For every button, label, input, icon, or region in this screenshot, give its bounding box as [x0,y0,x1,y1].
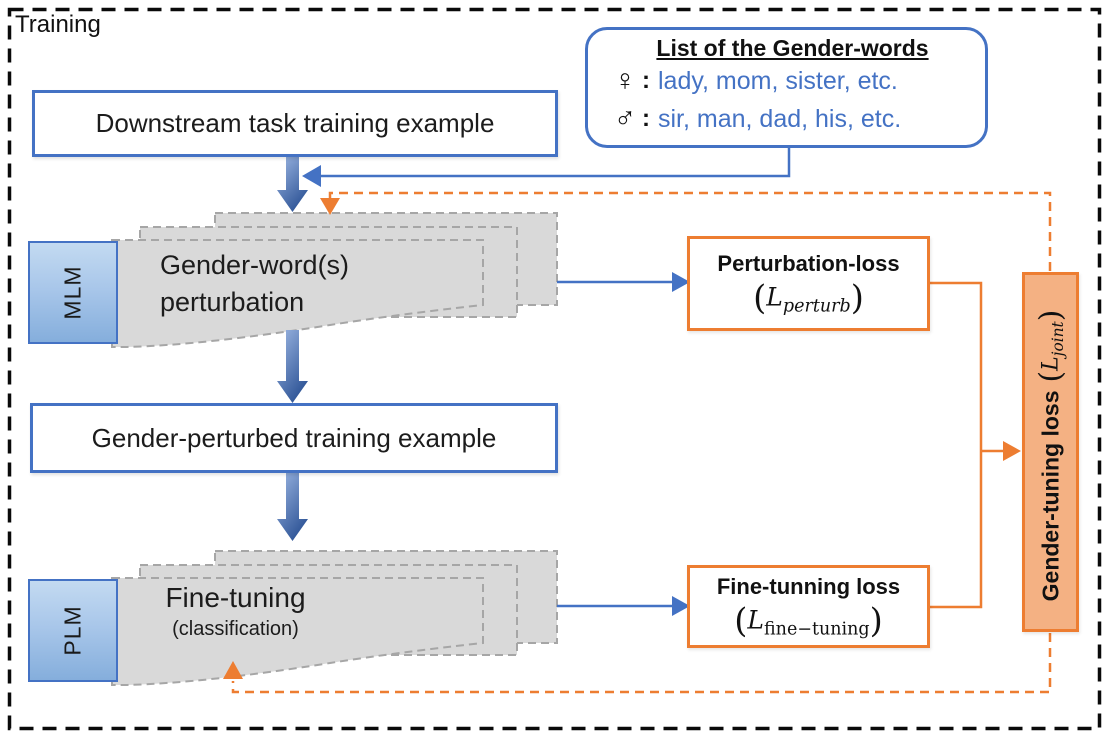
gender-tuning-loss-content: Gender-tuning loss (Ljoint) [1025,275,1076,635]
perturbation-loss-formula: (Lperturb) [753,278,864,317]
gender-words-female-row: ♀ : lady, mom, sister, etc. [610,62,975,100]
arrowhead-up-into-plm [223,661,243,679]
feedback-dashed-paths [231,191,1052,694]
blue-arrowheads [302,165,690,616]
stack-layer-front [111,239,484,348]
loss-subscript: perturb [782,296,851,317]
plm-tab-label: PLM [59,605,86,656]
male-icon: ♂ [613,102,637,135]
arrowhead-right [672,272,690,292]
plm-caption-line2: (classification) [172,618,299,640]
paren-close: ) [850,278,864,317]
feedback-dashed-top [328,191,1052,271]
female-words-list: lady, mom, sister, etc. [658,67,898,95]
mlm-caption-line1: Gender-word(s) [160,250,350,280]
downstream-example-box: Downstream task training example [32,90,558,157]
plm-model-tab: PLM [28,579,118,682]
mlm-stack-caption: Gender-word(s) perturbation [160,247,460,321]
paren-open: ( [1033,370,1068,383]
gender-tuning-loss-box: Gender-tuning loss (Ljoint) [1022,272,1079,632]
paren-open: ( [734,601,748,640]
gender-words-male-row: ♂ : sir, man, dad, his, etc. [610,100,975,138]
gender-tuning-loss-formula: (Ljoint) [1033,309,1068,382]
mlm-caption-line2: perturbation [160,287,305,317]
stack-layer-front [111,577,484,686]
loss-subscript: joint [1048,320,1067,356]
colon-separator: : [642,67,650,94]
blue-connectors [306,148,791,608]
training-frame-label: Training [15,11,101,38]
connector-genderwords-to-input [306,148,791,178]
loss-symbol: L [1038,355,1064,371]
fine-tuning-loss-title: Fine-tunning loss [716,574,901,599]
paren-close: ) [869,601,883,640]
training-frame-border [7,7,1102,731]
perturbation-loss-box: Perturbation-loss (Lperturb) [687,236,930,331]
feedback-dashed-bottom [231,633,1052,694]
connector-losses-to-joint [930,281,1006,609]
gender-perturbed-example-label: Gender-perturbed training example [91,422,497,453]
mlm-model-tab: MLM [28,241,118,344]
plm-stack [111,550,558,686]
flow-arrows [277,157,308,541]
male-words-list: sir, man, dad, his, etc. [658,105,902,133]
flow-arrow-downstream-to-mlm [277,157,308,212]
mlm-tab-label: MLM [59,265,86,320]
fine-tuning-loss-box: Fine-tunning loss (Lfine−tuning) [687,565,930,648]
flow-arrow-perturbed-to-plm [277,472,308,541]
feedback-arrowheads [223,198,340,679]
arrowhead-right [672,596,690,616]
loss-symbol: L [747,605,764,635]
plm-stack-caption: Fine-tuning (classification) [118,580,353,642]
arrowhead-down-into-mlm [320,198,340,215]
paren-close: ) [1033,309,1068,321]
perturbation-loss-title: Perturbation-loss [717,251,900,276]
loss-subscript: fine−tuning [764,619,870,640]
mlm-stack [111,212,558,348]
colon-separator: : [642,105,650,132]
fine-tuning-loss-formula: (Lfine−tuning) [734,601,883,640]
arrowhead-left [302,165,321,187]
bracket-path [930,281,983,609]
gender-words-box: List of the Gender-words ♀ : lady, mom, … [585,27,988,148]
gender-words-title: List of the Gender-words [656,35,929,61]
arrowhead-into-joint [1003,441,1021,461]
gender-perturbed-example-box: Gender-perturbed training example [30,403,558,473]
downstream-example-label: Downstream task training example [95,108,495,138]
gender-tuning-loss-title: Gender-tuning loss [1037,390,1063,601]
female-icon: ♀ [613,64,637,97]
plm-caption-line1: Fine-tuning [165,582,306,613]
flow-arrow-mlm-to-perturbed [277,330,308,403]
loss-symbol: L [766,282,783,312]
paren-open: ( [753,278,767,317]
